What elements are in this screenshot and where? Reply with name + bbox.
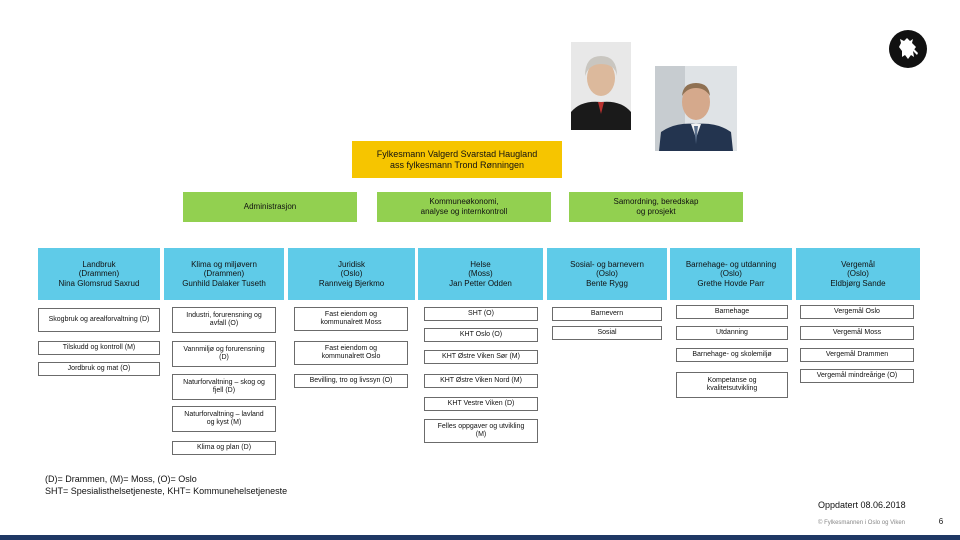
legend: (D)= Drammen, (M)= Moss, (O)= Oslo SHT= … (45, 474, 365, 497)
staff-kommuneokonomi: Kommuneøkonomi, analyse og internkontrol… (377, 192, 551, 222)
portrait-photo-fylkesmann (571, 42, 631, 130)
coat-of-arms-logo (888, 29, 928, 69)
department-vergemal: Vergemål(Oslo)Eldbjørg Sande (796, 248, 920, 300)
unit-utdanning: Utdanning (676, 326, 788, 340)
bottom-bar (0, 535, 960, 540)
department-landbruk: Landbruk(Drammen)Nina Glomsrud Saxrud (38, 248, 160, 300)
legend-abbreviations: SHT= Spesialisthelsetjeneste, KHT= Kommu… (45, 485, 288, 496)
unit-kht-ostre-viken-nord: KHT Østre Viken Nord (M) (424, 374, 538, 388)
unit-sosial: Sosial (552, 326, 662, 340)
updated-date: Oppdatert 08.06.2018 (818, 500, 906, 510)
header-box: Fylkesmann Valgerd Svarstad Haugland ass… (352, 141, 562, 178)
unit-kht-ostre-viken-sor: KHT Østre Viken Sør (M) (424, 350, 538, 364)
unit-kht-vestre-viken: KHT Vestre Viken (D) (424, 397, 538, 411)
unit-vergemal-oslo: Vergemål Oslo (800, 305, 914, 319)
unit-skogbruk: Skogbruk og arealforvaltning (D) (38, 308, 160, 332)
legend-locations: (D)= Drammen, (M)= Moss, (O)= Oslo (45, 474, 197, 484)
unit-vergemal-mindrearige: Vergemål mindreårige (O) (800, 369, 914, 383)
unit-bevilling: Bevilling, tro og livssyn (O) (294, 374, 408, 388)
unit-vergemal-moss: Vergemål Moss (800, 326, 914, 340)
department-sosial: Sosial- og barnevern(Oslo)Bente Rygg (547, 248, 667, 300)
department-helse: Helse(Moss)Jan Petter Odden (418, 248, 543, 300)
unit-sht: SHT (O) (424, 307, 538, 321)
unit-barnevern: Barnevern (552, 307, 662, 321)
unit-tilskudd: Tilskudd og kontroll (M) (38, 341, 160, 355)
unit-klima-plan: Klima og plan (D) (172, 441, 276, 455)
unit-barnehage-skolemiljo: Barnehage- og skolemiljø (676, 348, 788, 362)
portrait-photo-ass-fylkesmann (655, 66, 737, 151)
staff-samordning: Samordning, beredskap og prosjekt (569, 192, 743, 222)
unit-vannmiljo: Vannmiljø og forurensning(D) (172, 341, 276, 367)
header-title: Fylkesmann Valgerd Svarstad Haugland (376, 148, 538, 159)
lion-coat-of-arms-icon (889, 30, 927, 68)
department-klima: Klima og miljøvern(Drammen)Gunhild Dalak… (164, 248, 284, 300)
unit-barnehage: Barnehage (676, 305, 788, 319)
staff-administrasjon: Administrasjon (183, 192, 357, 222)
unit-vergemal-drammen: Vergemål Drammen (800, 348, 914, 362)
unit-felles-oppgaver: Felles oppgaver og utvikling(M) (424, 419, 538, 443)
page-number: 6 (938, 517, 944, 526)
unit-kht-oslo: KHT Oslo (O) (424, 328, 538, 342)
department-juridisk: Juridisk(Oslo)Rannveig Bjerkmo (288, 248, 415, 300)
copyright: © Fylkesmannen i Oslo og Viken (818, 520, 906, 526)
unit-jordbruk: Jordbruk og mat (O) (38, 362, 160, 376)
header-subtitle: ass fylkesmann Trond Rønningen (389, 159, 525, 170)
department-barnehage: Barnehage- og utdanning(Oslo)Grethe Hovd… (670, 248, 792, 300)
